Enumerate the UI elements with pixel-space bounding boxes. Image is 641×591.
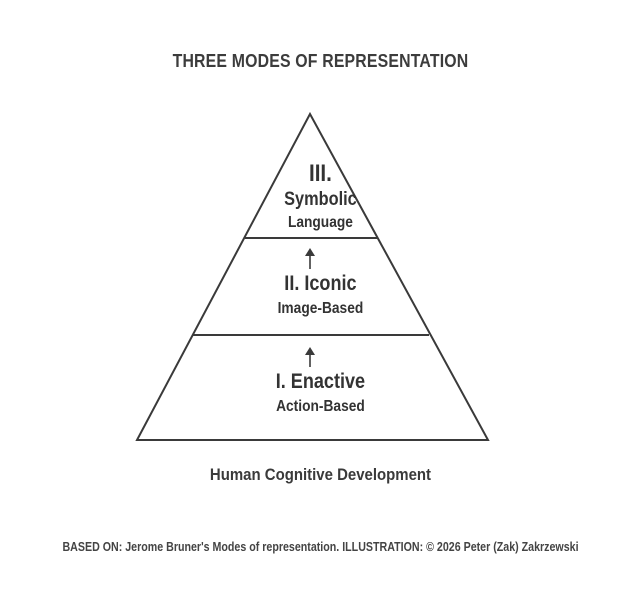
pyramid-outline	[135, 111, 490, 441]
diagram-title: THREE MODES OF REPRESENTATION	[172, 51, 469, 71]
attribution-footer: BASED ON: Jerome Bruner's Modes of repre…	[62, 539, 579, 554]
up-arrow-icon	[305, 248, 315, 269]
symbolic-description: Language	[287, 214, 353, 231]
iconic-name: II. Iconic	[284, 272, 357, 295]
enactive-description: Action-Based	[276, 398, 365, 415]
symbolic-name: Symbolic	[284, 189, 357, 210]
symbolic-numeral: III.	[308, 160, 332, 187]
enactive-name: I. Enactive	[275, 370, 366, 393]
iconic-description: Image-Based	[277, 300, 364, 317]
diagram-caption: Human Cognitive Development	[209, 465, 432, 484]
up-arrow-icon	[305, 347, 315, 367]
